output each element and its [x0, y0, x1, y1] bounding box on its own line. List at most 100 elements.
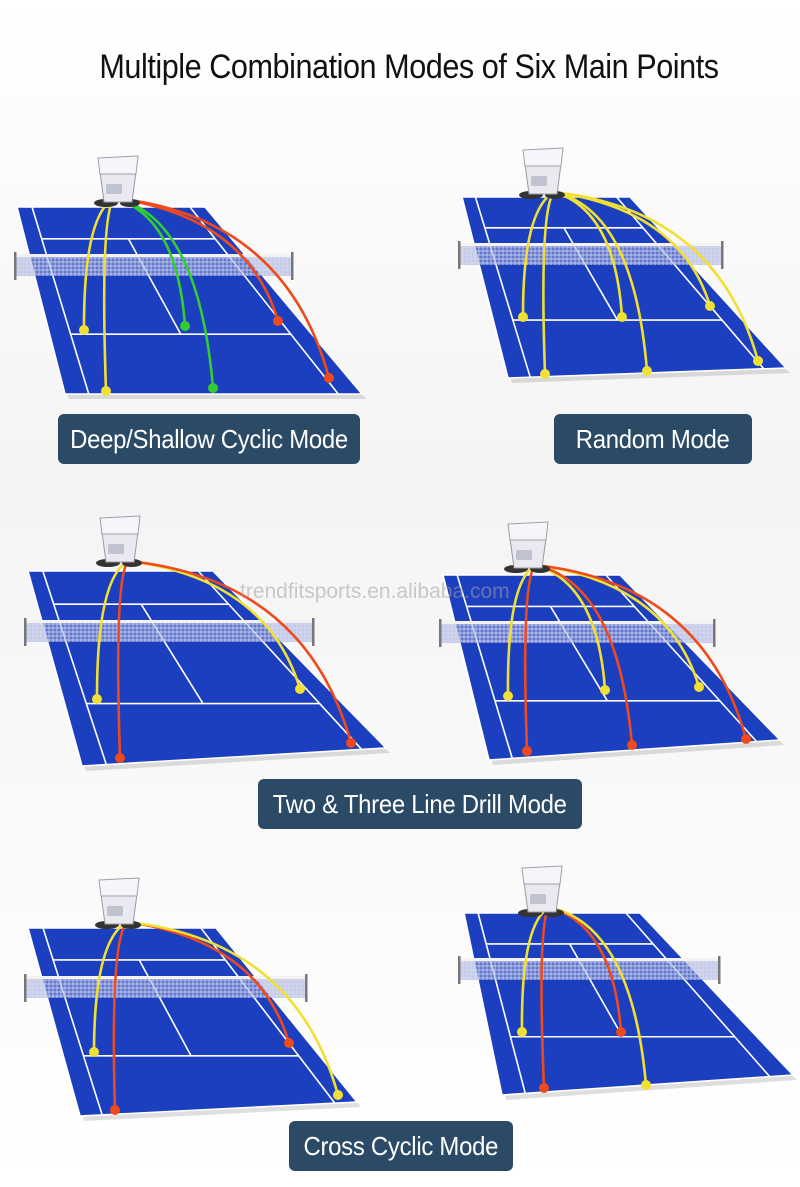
ball-trajectory — [552, 190, 649, 373]
tennis-net-icon — [24, 974, 308, 1002]
label-cross-cyclic-mode: Cross Cyclic Mode — [289, 1121, 513, 1171]
net-tape — [15, 254, 292, 257]
court-diagram-5 — [24, 877, 361, 1121]
landing-point-icon — [324, 373, 334, 383]
tennis-net-icon — [439, 619, 716, 647]
landing-point-icon — [741, 734, 751, 744]
court-diagram-4 — [439, 521, 784, 765]
label-two-three-line-drill-mode: Two & Three Line Drill Mode — [258, 779, 582, 829]
landing-point-icon — [89, 1047, 99, 1057]
court-diagram-2 — [458, 147, 790, 383]
machine-hopper — [507, 521, 549, 541]
landing-point-icon — [616, 1027, 626, 1037]
net-post — [24, 974, 27, 1002]
landing-point-icon — [600, 685, 610, 695]
ball-machine-icon — [94, 155, 140, 207]
singles-sideline — [456, 574, 514, 759]
singles-sideline — [625, 912, 771, 1078]
singles-sideline — [200, 927, 336, 1104]
landing-point-icon — [180, 321, 190, 331]
net-post — [718, 956, 721, 984]
singles-sideline — [474, 196, 532, 378]
machine-panel — [530, 894, 546, 904]
ball-trajectory — [126, 559, 353, 745]
net-post — [458, 956, 461, 984]
landing-point-icon — [333, 1090, 343, 1100]
singles-sideline — [42, 927, 103, 1116]
landing-point-icon — [539, 1083, 549, 1093]
ball-trajectory — [92, 920, 129, 1054]
tennis-court — [28, 928, 357, 1116]
center-service-line — [138, 959, 192, 1057]
ball-machine-icon — [96, 515, 142, 567]
landing-point-icon — [642, 366, 652, 376]
court-diagram-1 — [14, 155, 366, 399]
machine-panel — [108, 544, 124, 554]
ball-trajectory — [112, 920, 129, 1112]
tennis-court — [464, 913, 793, 1095]
landing-point-icon — [705, 301, 715, 311]
ball-machine-icon — [504, 521, 550, 573]
machine-hopper — [522, 147, 564, 167]
singles-sideline — [477, 912, 527, 1094]
landing-point-icon — [617, 312, 627, 322]
ball-machine-icon — [95, 877, 141, 929]
machine-panel — [106, 184, 122, 194]
net-post — [14, 252, 17, 280]
ball-trajectory — [523, 563, 537, 753]
machine-hopper — [99, 515, 141, 535]
net-tape — [459, 243, 722, 246]
ball-trajectory — [533, 563, 748, 741]
singles-sideline — [605, 574, 758, 743]
net-post — [439, 619, 442, 647]
landing-point-icon — [208, 383, 218, 393]
landing-point-icon — [753, 356, 763, 366]
landing-point-icon — [79, 325, 89, 335]
machine-panel — [107, 906, 123, 916]
ball-trajectory — [112, 196, 331, 380]
net-post — [713, 619, 716, 647]
ball-machine-icon — [518, 865, 564, 917]
tennis-court — [28, 571, 386, 766]
singles-sideline — [197, 570, 363, 750]
tennis-court — [17, 207, 362, 394]
net-post — [721, 241, 724, 269]
court-outline — [463, 912, 795, 1096]
landing-point-icon — [522, 746, 532, 756]
net-tape — [459, 958, 719, 961]
singles-sideline — [615, 196, 765, 370]
net-post — [24, 618, 27, 646]
page-title: Multiple Combination Modes of Six Main P… — [99, 48, 719, 86]
landing-point-icon — [101, 386, 111, 396]
court-outline — [26, 570, 388, 767]
ball-trajectory — [533, 563, 634, 747]
landing-point-icon — [503, 691, 513, 701]
ball-machine-icon — [519, 147, 565, 199]
landing-point-icon — [110, 1105, 120, 1115]
net-post — [312, 618, 315, 646]
court-diagram-6 — [458, 865, 797, 1100]
landing-point-icon — [115, 753, 125, 763]
net-post — [291, 252, 294, 280]
landing-point-icon — [540, 369, 550, 379]
landing-point-icon — [295, 684, 305, 694]
tennis-net-icon — [458, 956, 721, 984]
net-tape — [25, 620, 313, 623]
net-post — [305, 974, 308, 1002]
net-tape — [440, 621, 714, 624]
court-outline — [15, 206, 364, 395]
ball-trajectory — [116, 559, 130, 760]
net-tape — [25, 976, 306, 979]
landing-point-icon — [517, 1027, 527, 1037]
landing-point-icon — [273, 316, 283, 326]
machine-hopper — [97, 155, 139, 175]
tennis-net-icon — [14, 252, 294, 280]
landing-point-icon — [284, 1038, 294, 1048]
tennis-court — [462, 197, 786, 378]
tennis-net-icon — [24, 618, 315, 646]
ball-trajectory — [547, 905, 648, 1087]
ball-trajectory — [552, 190, 760, 363]
net-post — [458, 241, 461, 269]
court-diagram-3 — [24, 515, 390, 771]
